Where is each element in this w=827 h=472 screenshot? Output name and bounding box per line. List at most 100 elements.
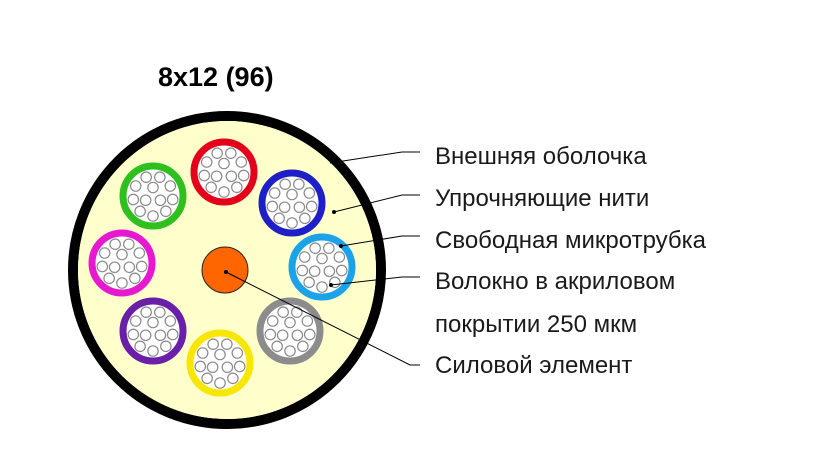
- optical-fiber: [273, 212, 285, 225]
- optical-fiber: [303, 187, 316, 199]
- optical-fiber: [231, 347, 244, 359]
- leader-strength-member: [225, 271, 420, 366]
- optical-fiber: [218, 186, 230, 198]
- optical-fiber: [221, 338, 233, 351]
- label-strength-yarns: Упрочняющие нити: [435, 185, 650, 212]
- optical-fiber: [277, 306, 289, 319]
- leader-microtube: [340, 235, 420, 247]
- optical-fiber: [266, 200, 279, 213]
- optical-fiber: [116, 277, 128, 289]
- optical-fiber: [96, 260, 109, 273]
- optical-fiber: [233, 360, 246, 373]
- leader-lines: [224, 151, 420, 366]
- optical-fiber: [108, 261, 121, 274]
- optical-fiber: [303, 328, 316, 341]
- optical-fiber: [154, 306, 166, 319]
- optical-fiber: [214, 377, 226, 389]
- optical-fiber: [164, 315, 177, 327]
- optical-fiber: [268, 187, 281, 199]
- optical-fiber: [323, 265, 336, 278]
- optical-fiber: [298, 251, 311, 263]
- optical-fiber: [160, 340, 172, 353]
- optical-fiber: [129, 180, 142, 192]
- optical-fiber: [309, 242, 321, 255]
- optical-fiber: [237, 169, 250, 182]
- optical-fiber: [211, 147, 223, 160]
- optical-fiber: [147, 181, 159, 194]
- optical-fiber: [134, 205, 146, 218]
- optical-fiber: [335, 264, 348, 277]
- optical-fiber: [316, 281, 328, 293]
- optical-fiber: [205, 181, 217, 194]
- leader-strength-yarns: [333, 194, 420, 213]
- microtube-blue: [258, 169, 326, 237]
- label-fiber-line-1: Волокно в акриловом: [435, 268, 676, 295]
- optical-fiber: [140, 306, 152, 319]
- optical-fiber: [127, 193, 140, 206]
- optical-fiber: [206, 361, 219, 374]
- optical-fiber: [196, 347, 209, 359]
- optical-fiber: [303, 276, 315, 289]
- optical-fiber: [291, 329, 304, 342]
- optical-fiber: [316, 252, 328, 265]
- optical-fiber: [301, 315, 314, 327]
- optical-fiber: [299, 212, 311, 225]
- leader-outer-sheath: [329, 151, 420, 164]
- optical-fiber: [207, 338, 219, 351]
- optical-fiber: [166, 328, 179, 341]
- optical-fiber: [147, 345, 159, 357]
- optical-fiber: [154, 194, 167, 207]
- leader-strength-member-dot: [224, 270, 228, 274]
- optical-fiber: [308, 265, 321, 278]
- optical-fiber: [134, 340, 146, 353]
- optical-fiber: [201, 372, 213, 385]
- optical-fiber: [123, 261, 136, 274]
- optical-fiber: [271, 340, 283, 353]
- optical-fiber: [194, 360, 207, 373]
- optical-fiber: [103, 272, 115, 285]
- optical-fiber: [225, 147, 237, 160]
- microtube-gray: [256, 297, 324, 365]
- optical-fiber: [293, 201, 306, 214]
- optical-fiber: [200, 156, 213, 168]
- optical-fiber: [210, 170, 223, 183]
- optical-fiber: [333, 251, 346, 263]
- optical-fiber: [279, 178, 291, 191]
- microtube-green: [119, 162, 187, 230]
- optical-fiber: [154, 171, 166, 184]
- optical-fiber: [266, 315, 279, 327]
- optical-fiber: [147, 210, 159, 222]
- optical-fiber: [235, 156, 248, 168]
- microtube-violet: [119, 297, 187, 365]
- optical-fiber: [160, 205, 172, 218]
- optical-fiber: [140, 171, 152, 184]
- optical-fiber: [198, 169, 211, 182]
- optical-fiber: [286, 188, 298, 201]
- optical-fiber: [231, 181, 243, 194]
- diagram-title: 8x12 (96): [158, 62, 274, 92]
- optical-fiber: [164, 180, 177, 192]
- leader-fiber-dot: [329, 283, 333, 287]
- optical-fiber: [305, 200, 318, 213]
- optical-fiber: [227, 372, 239, 385]
- optical-fiber: [278, 201, 291, 214]
- optical-fiber: [323, 242, 335, 255]
- optical-fiber: [296, 264, 309, 277]
- label-strength-member: Силовой элемент: [435, 352, 633, 379]
- label-outer-sheath: Внешняя оболочка: [435, 143, 647, 170]
- optical-fiber: [133, 247, 146, 259]
- optical-fiber: [291, 306, 303, 319]
- optical-fiber: [109, 238, 121, 251]
- optical-fiber: [166, 193, 179, 206]
- optical-fiber: [214, 348, 226, 361]
- optical-fiber: [129, 272, 141, 285]
- microtube-red: [190, 138, 258, 206]
- optical-fiber: [284, 316, 296, 329]
- leader-fiber: [330, 276, 420, 286]
- outer-sheath: [68, 111, 386, 429]
- optical-fiber: [297, 340, 309, 353]
- microtube-magenta: [88, 229, 156, 297]
- optical-fiber: [221, 361, 234, 374]
- optical-fiber: [225, 170, 238, 183]
